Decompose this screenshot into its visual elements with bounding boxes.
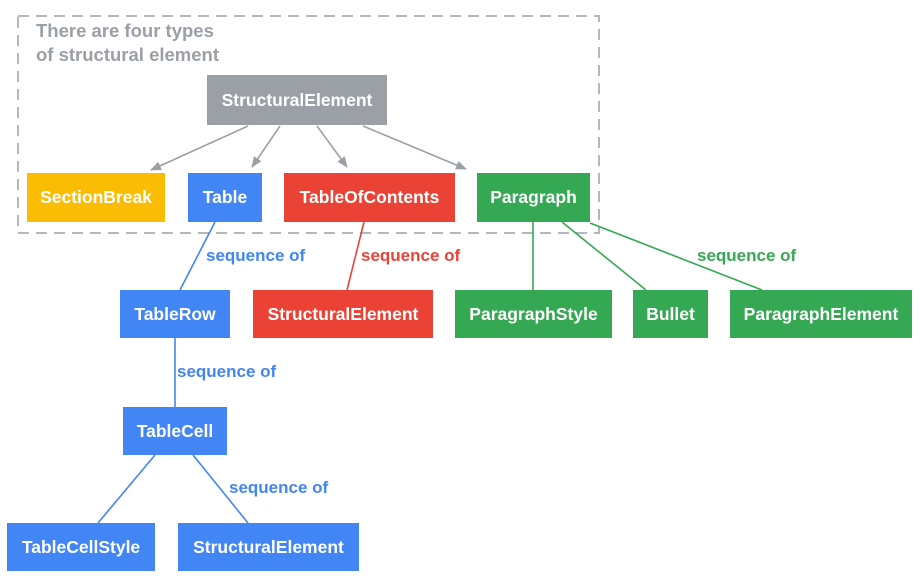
edge-root-to-sectionbreak <box>150 125 249 171</box>
edge-label-toc-sequence-of: sequence of <box>361 246 461 265</box>
node-paragraph: Paragraph <box>477 173 590 222</box>
edge-label-tablerow-sequence-of: sequence of <box>177 362 277 381</box>
edge-tablecell-to-tablecellstyle <box>97 454 156 524</box>
four-types-dashed-box <box>17 15 600 234</box>
node-tablerow: TableRow <box>120 290 230 338</box>
edge-label-table-sequence-of: sequence of <box>206 246 306 265</box>
node-tablecellstyle: TableCellStyle <box>7 523 155 571</box>
edge-paragraph-to-paragraphelement <box>589 222 763 291</box>
edge-root-to-tableofcontents <box>316 125 348 168</box>
node-tableofcontents: TableOfContents <box>284 173 455 222</box>
caption-line-2: of structural element <box>36 43 219 65</box>
edge-paragraph-to-bullet <box>561 221 647 291</box>
node-bullet: Bullet <box>633 290 708 338</box>
node-paragraphelement: ParagraphElement <box>730 290 912 338</box>
edge-table-to-tablerow <box>179 221 216 291</box>
node-paragraphstyle: ParagraphStyle <box>455 290 612 338</box>
edge-toc-to-structuralelement <box>346 221 365 291</box>
edge-label-paragraph-sequence-of: sequence of <box>697 246 797 265</box>
edge-root-to-table <box>251 125 281 168</box>
edge-label-tablecell-sequence-of: sequence of <box>229 478 329 497</box>
node-structuralelement-toc: StructuralElement <box>253 290 433 338</box>
diagram-caption: There are four types of structural eleme… <box>36 19 219 66</box>
node-sectionbreak: SectionBreak <box>27 173 165 222</box>
caption-line-1: There are four types <box>36 20 214 41</box>
node-structuralelement-cell: StructuralElement <box>178 523 359 571</box>
edge-tablecell-to-structuralelement <box>192 454 249 524</box>
node-tablecell: TableCell <box>123 407 227 455</box>
node-structuralelement-root: StructuralElement <box>207 75 387 125</box>
edge-root-to-paragraph <box>362 125 467 170</box>
node-table: Table <box>188 173 262 222</box>
